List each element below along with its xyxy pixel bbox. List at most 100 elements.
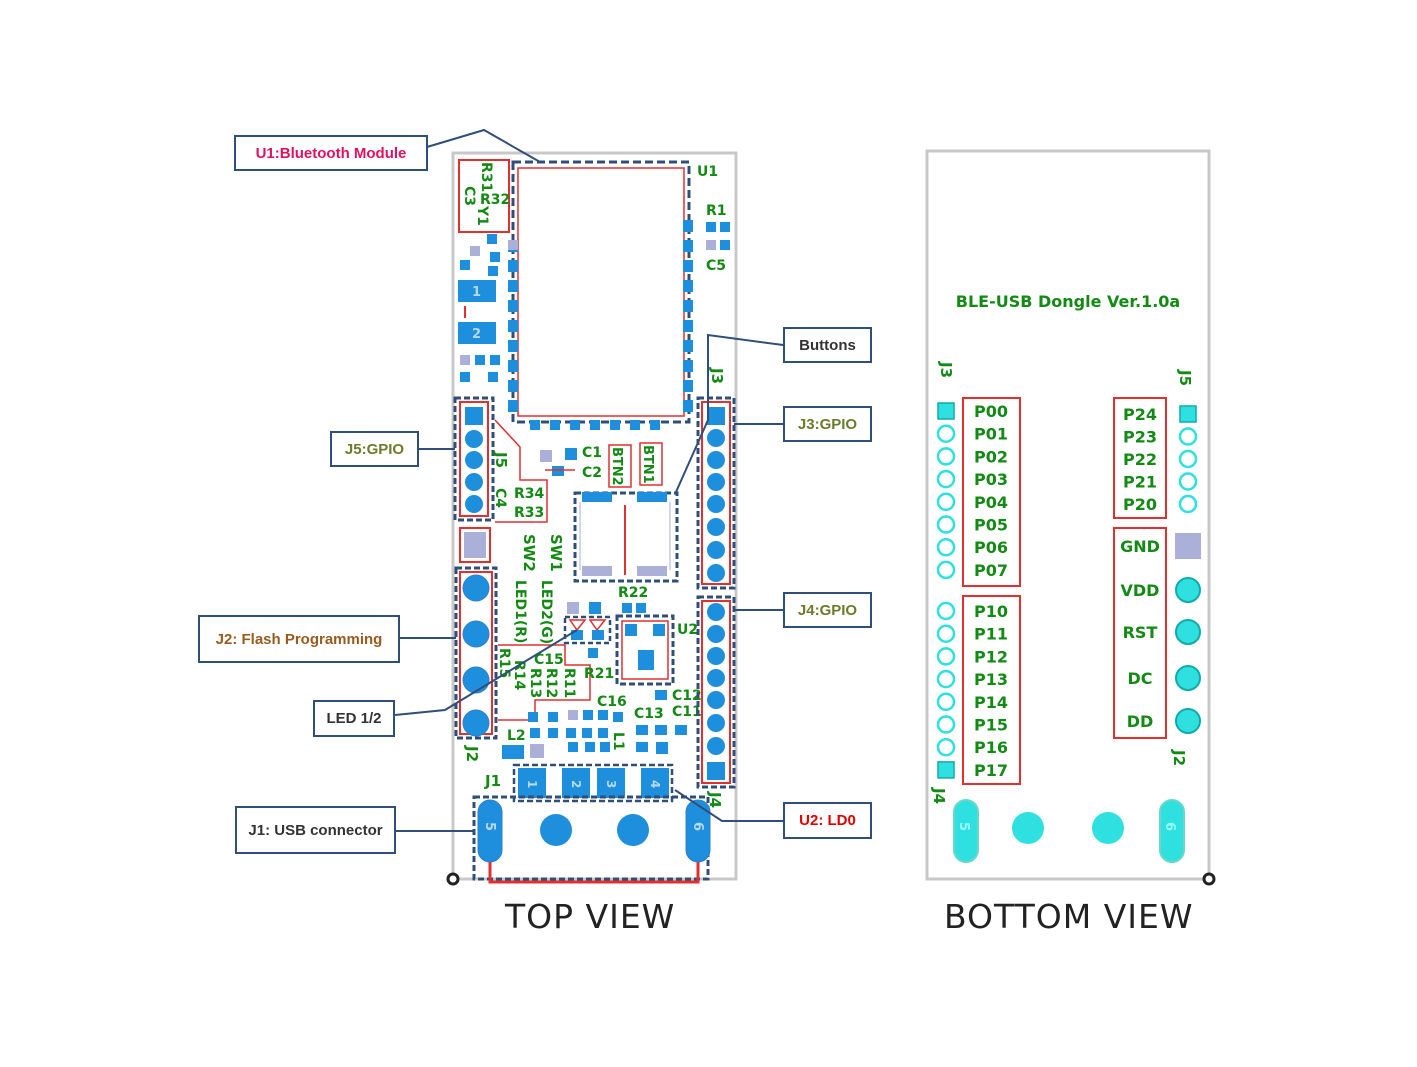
label-j2: J2 <box>463 745 481 762</box>
label-sw2: SW2 <box>520 534 538 572</box>
port1-pad <box>936 669 956 689</box>
prog-pad <box>1175 577 1201 603</box>
port0-pin-label: P04 <box>974 493 1008 512</box>
prog-pin-label: DD <box>1127 712 1154 731</box>
prog-pad <box>1175 708 1201 734</box>
port2-pad <box>1178 494 1198 514</box>
port1-pin-label: P17 <box>974 761 1008 780</box>
label-r13: R13 <box>527 668 543 698</box>
buttons-outline <box>573 491 679 583</box>
prog-outline <box>1113 527 1167 739</box>
j5-outline <box>453 396 495 522</box>
label-btn1: BTN1 <box>640 445 655 484</box>
prog-pad-square <box>1175 533 1201 559</box>
label-c12: C12 <box>672 688 702 704</box>
label-c2: C2 <box>582 465 602 481</box>
callout-j2: J2: Flash Programming <box>198 615 400 663</box>
port1-pad <box>936 647 956 666</box>
label-u1: U1 <box>697 164 718 180</box>
top-view-title: TOP VIEW <box>505 897 676 936</box>
port2-pin-label: P21 <box>1123 473 1157 492</box>
port2-pad-square <box>1179 405 1197 423</box>
label-pad1: 1 <box>472 285 481 300</box>
callout-buttons: Buttons <box>783 327 872 363</box>
port1-pad <box>936 715 956 734</box>
label-j3: J3 <box>708 367 726 384</box>
label-j1: J1 <box>484 772 501 790</box>
prog-pin-label: VDD <box>1121 581 1160 600</box>
label-led2: LED2(G) <box>538 580 554 644</box>
port0-pin-label: P03 <box>974 470 1008 489</box>
port2-pad <box>1178 427 1198 446</box>
bottom-label-j5: J5 <box>1176 369 1194 386</box>
label-usb3: 3 <box>604 780 618 788</box>
port0-pin-label: P02 <box>974 447 1008 466</box>
j4-outline <box>696 595 736 789</box>
port2-pad <box>1178 449 1198 469</box>
port0-pad <box>936 515 956 534</box>
port0-pad-square <box>937 402 955 420</box>
label-r21: R21 <box>584 666 614 682</box>
port0-pin-label: P00 <box>974 402 1008 421</box>
prog-pin-label: RST <box>1123 623 1158 642</box>
port1-pin-label: P13 <box>974 670 1008 689</box>
port1-pin-label: P14 <box>974 693 1008 712</box>
callout-j1: J1: USB connector <box>235 806 396 854</box>
label-c4: C4 <box>492 488 508 508</box>
label-l1: L1 <box>610 732 626 751</box>
bottom-usb-right: 6 <box>1162 822 1177 831</box>
label-usb6: 6 <box>690 822 705 831</box>
port1-pin-label: P10 <box>974 602 1008 621</box>
callout-j5: J5:GPIO <box>330 431 419 467</box>
label-pad2: 2 <box>472 327 481 342</box>
port2-pin-label: P20 <box>1123 495 1157 514</box>
board-title: BLE-USB Dongle Ver.1.0a <box>956 292 1180 311</box>
label-c11: C11 <box>672 704 702 720</box>
u1-pads <box>508 220 693 430</box>
port0-pin-label: P05 <box>974 516 1008 535</box>
port1-pin-label: P12 <box>974 647 1008 666</box>
usb-pins-outline <box>512 763 674 803</box>
label-r34: R34 <box>514 486 545 502</box>
label-r22: R22 <box>618 585 648 601</box>
pad-1 <box>458 280 496 302</box>
port1-pin-label: P11 <box>974 625 1008 644</box>
label-c13: C13 <box>634 706 664 722</box>
port0-pad <box>936 447 956 466</box>
label-r11: R11 <box>561 668 577 698</box>
prog-pad <box>1175 619 1201 645</box>
port1-pad <box>936 692 956 712</box>
callout-j4: J4:GPIO <box>783 592 872 628</box>
port1-outline <box>962 595 1021 785</box>
prog-pad <box>1175 665 1201 691</box>
label-sw1: SW1 <box>547 534 565 572</box>
bottom-usb-left: 5 <box>956 822 971 831</box>
bottom-view-title: BOTTOM VIEW <box>944 897 1194 936</box>
port1-pad <box>936 624 956 643</box>
label-j4: J4 <box>706 791 724 808</box>
u2-outline <box>615 614 675 686</box>
prog-pin-label: GND <box>1120 537 1160 556</box>
port0-pad <box>936 424 956 443</box>
port2-pad <box>1178 472 1198 491</box>
label-c16: C16 <box>597 694 627 710</box>
label-r32: R32 <box>480 192 510 208</box>
port0-outline <box>962 397 1021 587</box>
label-c5: C5 <box>706 258 726 274</box>
port0-pad <box>936 560 956 580</box>
port0-pin-label: P01 <box>974 425 1008 444</box>
port2-outline <box>1113 397 1167 519</box>
led-outline <box>563 615 612 645</box>
callout-j3: J3:GPIO <box>783 406 872 442</box>
callout-u1: U1:Bluetooth Module <box>234 135 428 171</box>
label-y1: Y1 <box>474 205 490 226</box>
label-usb4: 4 <box>648 780 662 788</box>
label-c3: C3 <box>461 186 477 206</box>
label-c15: C15 <box>534 652 564 668</box>
port2-pin-label: P22 <box>1123 450 1157 469</box>
crystal-area-outline <box>458 159 510 233</box>
callout-led: LED 1/2 <box>313 700 395 737</box>
port0-pin-label: P06 <box>974 538 1008 557</box>
